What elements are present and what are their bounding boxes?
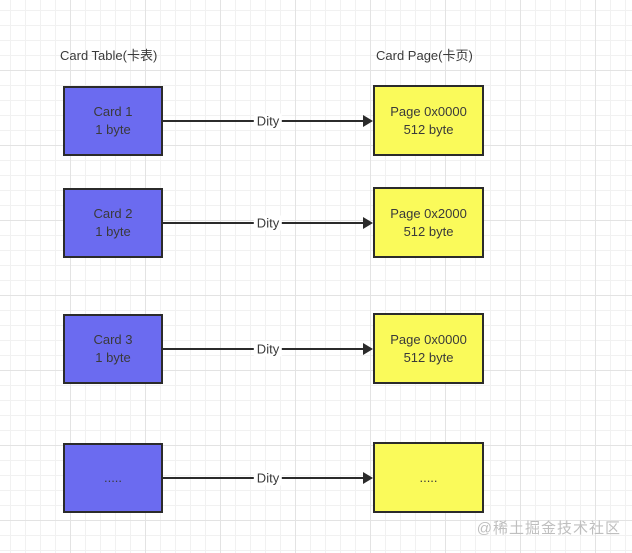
page-box-2-line1: Page 0x2000 — [390, 205, 467, 221]
arrow-3-head-icon — [363, 343, 373, 355]
page-box-1: Page 0x0000 512 byte — [373, 85, 484, 156]
page-box-4: ..... — [373, 442, 484, 513]
card-box-2: Card 2 1 byte — [63, 188, 163, 258]
card-box-1-line2: 1 byte — [95, 122, 131, 137]
card-box-3-line2: 1 byte — [95, 350, 131, 365]
card-box-4-line1: ..... — [103, 470, 123, 486]
page-box-1-line1: Page 0x0000 — [390, 103, 467, 119]
card-box-1-line1: Card 1 — [93, 104, 133, 120]
arrow-2: Dity — [163, 215, 373, 231]
page-box-2-line2: 512 byte — [403, 223, 454, 239]
page-box-4-line1: ..... — [419, 469, 438, 485]
arrow-2-label: Dity — [253, 215, 283, 231]
arrow-1-label: Dity — [253, 113, 283, 129]
arrow-3: Dity — [163, 341, 373, 357]
watermark: @稀土掘金技术社区 — [476, 520, 621, 537]
card-box-3-line1: Card 3 — [93, 332, 133, 348]
page-box-2: Page 0x2000 512 byte — [373, 187, 484, 258]
card-box-1: Card 1 1 byte — [63, 86, 163, 156]
arrow-4-head-icon — [363, 472, 373, 484]
arrow-4-label: Dity — [253, 470, 283, 486]
arrow-1-head-icon — [363, 115, 373, 127]
page-box-3-line2: 512 byte — [403, 349, 454, 365]
card-page-column-title: Card Page(卡页) — [376, 48, 473, 63]
arrow-2-head-icon — [363, 217, 373, 229]
card-box-4: ..... — [63, 443, 163, 513]
arrow-1: Dity — [163, 113, 373, 129]
card-box-2-line1: Card 2 — [93, 206, 133, 222]
card-box-2-line2: 1 byte — [95, 224, 131, 239]
card-table-column-title: Card Table(卡表) — [60, 48, 158, 63]
page-box-3-line1: Page 0x0000 — [390, 331, 467, 347]
card-box-3: Card 3 1 byte — [63, 314, 163, 384]
arrow-4: Dity — [163, 470, 373, 486]
page-box-3: Page 0x0000 512 byte — [373, 313, 484, 384]
page-box-1-line2: 512 byte — [403, 121, 454, 137]
arrow-3-label: Dity — [253, 341, 283, 357]
